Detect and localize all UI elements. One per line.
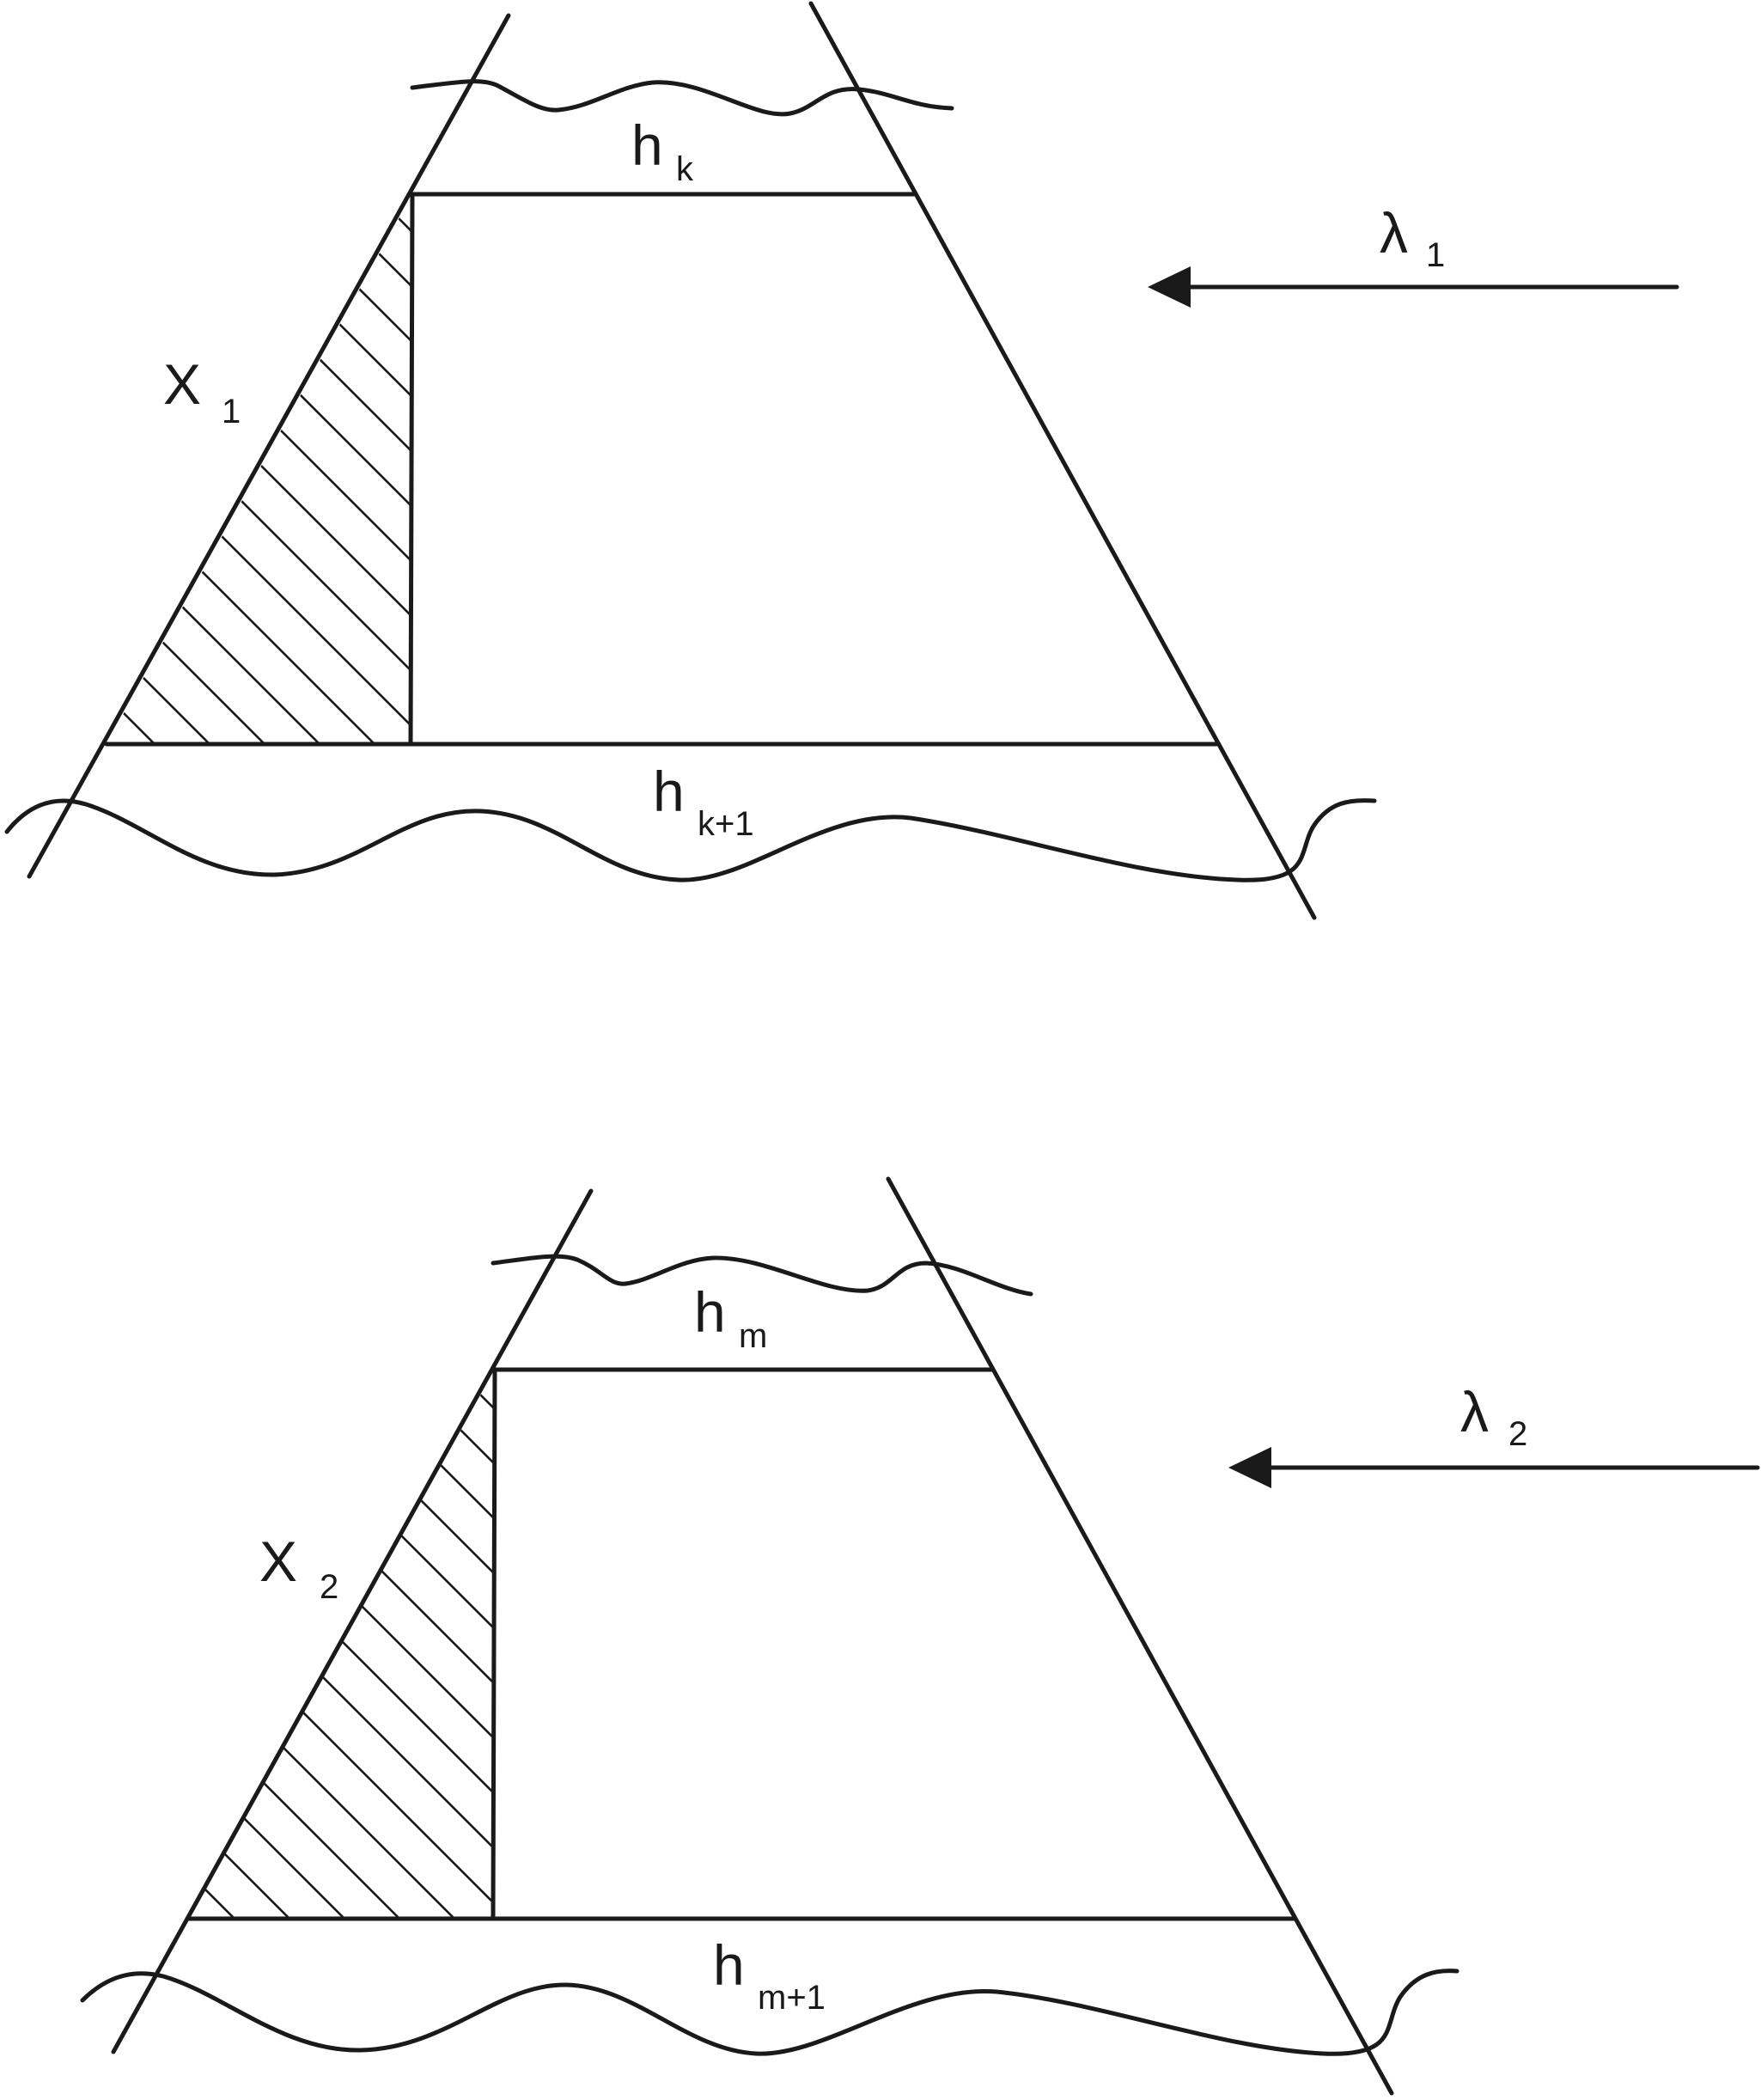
hatch-line [187,1370,495,1919]
bottom-arrow [1228,1447,1760,1488]
top-upper-wavy-line [410,79,954,117]
hatch-line [107,194,159,744]
hatch-line [187,1370,350,1919]
hatch-line [229,1370,495,1919]
hatch-line [0,1364,184,1923]
hatch-line [107,194,324,744]
hatch-line [259,194,412,744]
hatch-line [107,194,379,744]
hatch-line [149,194,412,744]
bottom-hatched-region [0,1364,495,1923]
bottom-upper-label: h [694,1280,726,1344]
hatch-line [107,194,412,744]
hatch-line [394,1370,495,1919]
top-upper-label: h [631,113,663,177]
bottom-figure: h m h m+1 X 2 λ 2 [0,1176,1760,2096]
hatch-line [339,1370,495,1919]
bottom-lower-label: h [713,1933,745,1997]
top-lower-wavy-line [4,798,1377,882]
bottom-lower-wavy-line [80,1969,1459,2056]
bottom-arrow-label: λ [1460,1380,1489,1444]
bottom-side-label: X [259,1529,297,1593]
hatch-line [107,194,412,744]
top-side-label: X [163,352,201,416]
top-hatched-region [0,189,412,748]
bottom-left-slant-line [111,1188,594,2054]
top-right-slant-line [808,1,1317,920]
hatch-line [187,1370,295,1919]
top-left-slant-line [27,13,511,879]
hatch-line [187,1370,495,1919]
hatch-line [0,189,103,748]
hatch-line [314,194,412,744]
hatch-line [107,194,412,744]
hatch-line [187,1370,405,1919]
top-lower-label: h [653,760,685,823]
bottom-vertical-line [491,1367,497,1921]
top-lower-label-sub: k+1 [698,805,754,843]
hatch-line [204,194,412,744]
hatch-line [107,194,412,744]
bottom-arrow-label-sub: 2 [1508,1415,1527,1453]
bottom-lower-label-sub: m+1 [758,1979,826,2017]
bottom-right-slant-line [886,1176,1394,2096]
bottom-upper-wavy-line [491,1254,1033,1297]
top-vertical-line [408,192,415,747]
hatch-line [449,1370,495,1919]
bottom-upper-label-sub: m [739,1317,767,1355]
top-arrow [1148,266,1679,308]
top-arrow-label-sub: 1 [1426,236,1445,274]
hatch-line [187,1370,495,1919]
top-side-label-sub: 1 [222,393,241,430]
bottom-side-label-sub: 2 [320,1568,338,1606]
hatch-line [107,194,214,744]
hatch-line [187,1370,495,1919]
hatch-line [369,194,412,744]
top-upper-label-sub: k [676,150,694,188]
top-arrow-label: λ [1380,201,1408,265]
hatch-line [284,1370,495,1919]
hatch-line [107,194,269,744]
hatch-line [187,1370,460,1919]
top-figure: h k h k+1 X 1 λ 1 [0,1,1679,920]
hatch-line [187,1370,495,1919]
hatch-line [187,1370,240,1919]
hatch-line [107,194,412,744]
